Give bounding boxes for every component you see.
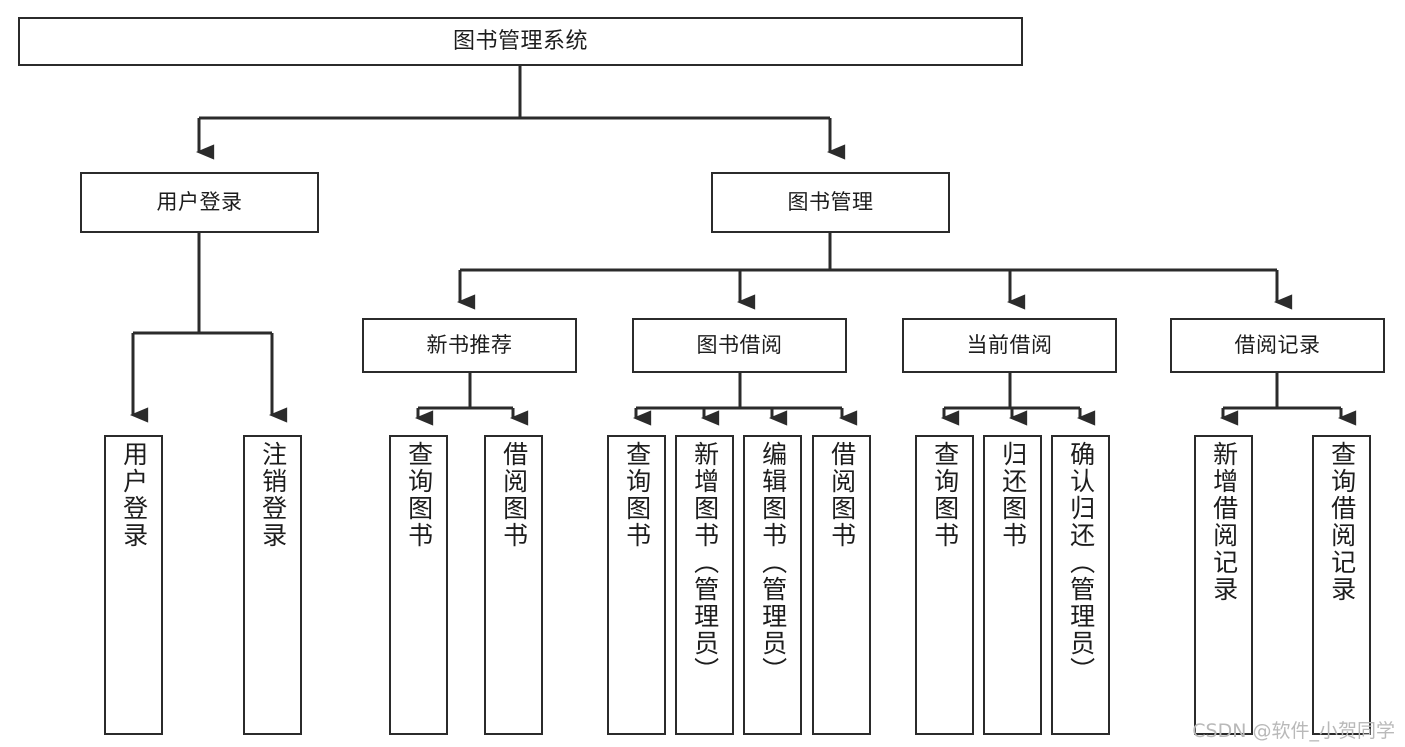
node-user-login[interactable]: 用户登录: [80, 172, 319, 233]
node-label: 借阅图书: [499, 441, 529, 549]
node-book-management[interactable]: 图书管理: [711, 172, 950, 233]
node-label: 编辑图书（管理员）: [758, 441, 788, 684]
node-new-book-recommend[interactable]: 新书推荐: [362, 318, 577, 373]
leaf-recommend-borrow-book[interactable]: 借阅图书: [484, 435, 543, 735]
node-label: 新书推荐: [426, 333, 513, 358]
node-label: 借阅图书: [827, 441, 857, 549]
leaf-current-confirm-return-admin[interactable]: 确认归还（管理员）: [1051, 435, 1110, 735]
node-label: 查询图书: [404, 441, 434, 549]
node-label: 查询图书: [930, 441, 960, 549]
leaf-record-add-record[interactable]: 新增借阅记录: [1194, 435, 1253, 735]
node-label: 新增借阅记录: [1209, 441, 1239, 603]
leaf-borrow-query-book[interactable]: 查询图书: [607, 435, 666, 735]
leaf-record-query-record[interactable]: 查询借阅记录: [1312, 435, 1371, 735]
leaf-current-query-book[interactable]: 查询图书: [915, 435, 974, 735]
node-label: 归还图书: [998, 441, 1028, 549]
node-current-borrow[interactable]: 当前借阅: [902, 318, 1117, 373]
node-label: 图书管理: [787, 190, 874, 215]
node-label: 当前借阅: [966, 333, 1053, 358]
node-label: 用户登录: [119, 441, 149, 549]
leaf-borrow-add-book-admin[interactable]: 新增图书（管理员）: [675, 435, 734, 735]
leaf-current-return-book[interactable]: 归还图书: [983, 435, 1042, 735]
node-label: 注销登录: [258, 441, 288, 549]
leaf-borrow-edit-book-admin[interactable]: 编辑图书（管理员）: [743, 435, 802, 735]
leaf-user-login-signin[interactable]: 用户登录: [104, 435, 163, 735]
node-label: 新增图书（管理员）: [690, 441, 720, 684]
node-borrow-record[interactable]: 借阅记录: [1170, 318, 1385, 373]
node-label: 确认归还（管理员）: [1066, 441, 1096, 684]
csdn-watermark: CSDN @软件_小贺同学: [1192, 720, 1395, 742]
node-label: 查询借阅记录: [1327, 441, 1357, 603]
node-label: 图书借阅: [696, 333, 783, 358]
node-label: 图书管理系统: [452, 28, 588, 54]
leaf-user-login-signout[interactable]: 注销登录: [243, 435, 302, 735]
leaf-borrow-borrow-book[interactable]: 借阅图书: [812, 435, 871, 735]
node-root-system[interactable]: 图书管理系统: [18, 17, 1023, 66]
node-label: 借阅记录: [1234, 333, 1321, 358]
node-book-borrow[interactable]: 图书借阅: [632, 318, 847, 373]
node-label: 查询图书: [622, 441, 652, 549]
node-label: 用户登录: [156, 190, 243, 215]
leaf-recommend-query-book[interactable]: 查询图书: [389, 435, 448, 735]
